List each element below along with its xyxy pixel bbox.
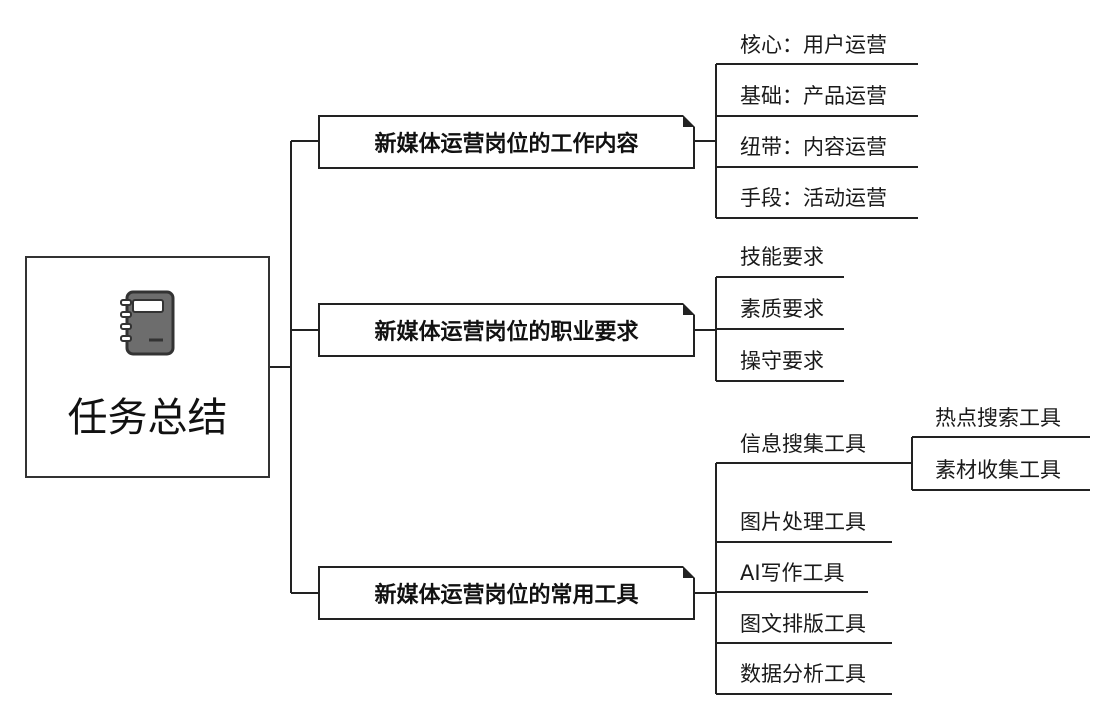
leaf-user-operation: 核心：用户运营 [740, 33, 887, 57]
topic-work-content: 新媒体运营岗位的工作内容 [318, 115, 695, 169]
leaf-data-analysis-tools: 数据分析工具 [740, 662, 866, 686]
leaf-ethics-requirements: 操守要求 [740, 349, 824, 373]
leaf-product-operation: 基础：产品运营 [740, 84, 887, 108]
leaf-info-collection-tools: 信息搜集工具 [740, 432, 866, 456]
root-label: 任务总结 [67, 395, 228, 441]
leaf-quality-requirements: 素质要求 [740, 297, 824, 321]
leaf-layout-tools: 图文排版工具 [740, 612, 866, 636]
notebook-icon [120, 290, 175, 356]
leaf-material-collection-tools: 素材收集工具 [935, 458, 1061, 482]
topic-common-tools: 新媒体运营岗位的常用工具 [318, 566, 695, 620]
leaf-image-processing-tools: 图片处理工具 [740, 510, 866, 534]
leaf-hot-topic-search-tools: 热点搜索工具 [935, 406, 1061, 430]
leaf-skill-requirements: 技能要求 [740, 245, 824, 269]
root-node: 任务总结 [25, 256, 270, 478]
topic-career-requirements: 新媒体运营岗位的职业要求 [318, 303, 695, 357]
leaf-content-operation: 纽带：内容运营 [740, 135, 887, 159]
leaf-ai-writing-tools: AI写作工具 [740, 561, 845, 585]
leaf-activity-operation: 手段：活动运营 [740, 186, 887, 210]
